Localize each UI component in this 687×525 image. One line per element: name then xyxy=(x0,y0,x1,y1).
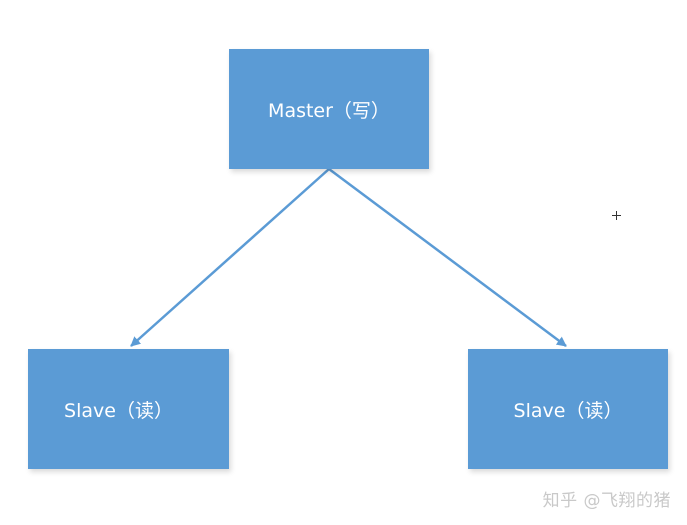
master-node-label: Master（写） xyxy=(268,99,390,122)
slave-node-right-label: Slave（读） xyxy=(513,399,623,422)
master-node: Master（写） xyxy=(229,49,429,169)
arrow-master-to-right-slave xyxy=(328,167,567,348)
arrow-master-to-left-slave xyxy=(130,168,330,347)
slave-node-left-label: Slave（读） xyxy=(64,399,173,422)
slave-node-right: Slave（读） xyxy=(468,349,668,469)
slave-node-left: Slave（读） xyxy=(28,349,229,469)
watermark: 知乎 @飞翔的猪 xyxy=(542,491,671,511)
crosshair-cursor-icon xyxy=(612,211,621,220)
